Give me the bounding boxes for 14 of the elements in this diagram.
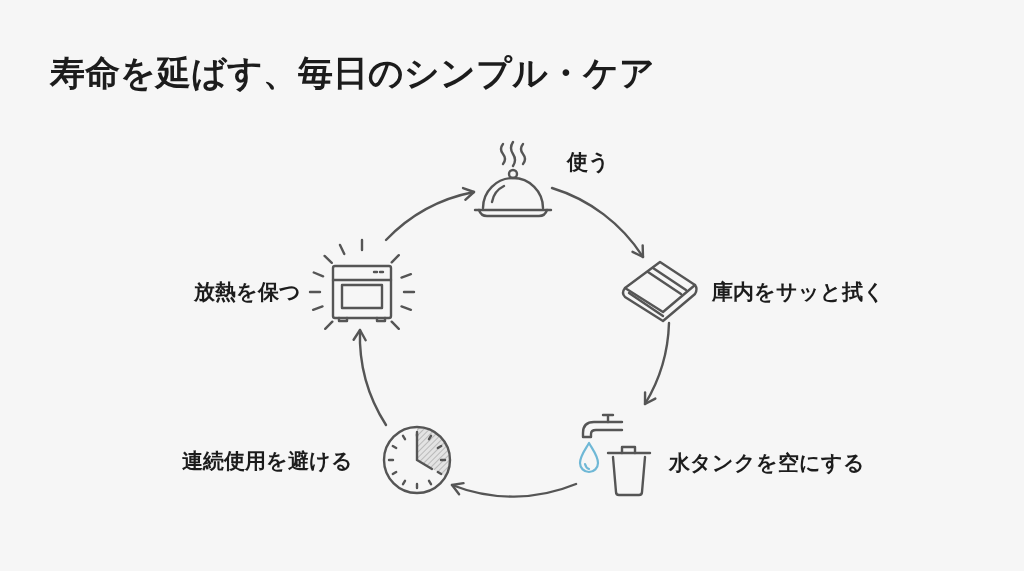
arrow (384, 187, 476, 242)
cloche-icon (474, 140, 552, 217)
title: 寿命を延ばす、毎日のシンプル・ケア (50, 52, 655, 94)
arrow (353, 328, 388, 427)
step-label: 放熱を保つ (194, 279, 301, 305)
step-label: 水タンクを空にする (669, 450, 865, 476)
step-label: 使う (567, 149, 610, 175)
clock-icon (382, 425, 452, 495)
step-label: 連続使用を避ける (182, 448, 353, 474)
arrow (643, 321, 671, 406)
step-label: 庫内をサッと拭く (712, 279, 885, 305)
arrow (450, 481, 578, 498)
oven-icon (310, 240, 414, 330)
arrow (550, 186, 645, 259)
